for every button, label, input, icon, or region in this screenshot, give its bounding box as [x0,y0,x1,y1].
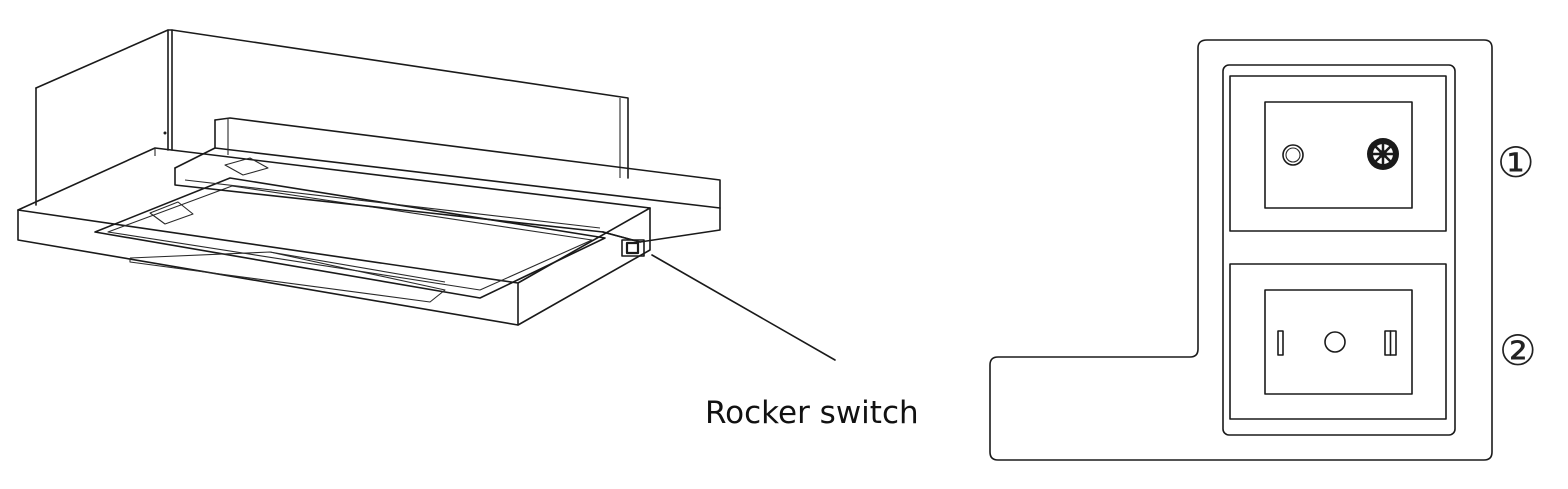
indicator-off-icon [1282,144,1304,166]
callout-label: Rocker switch [705,395,919,431]
fan-icon [1367,138,1399,170]
rocker-switch-callout: Rocker switch [651,254,919,431]
hood-filter-panel [94,177,606,303]
light-icon [1324,331,1346,353]
cooker-hood [17,29,721,326]
switch-panel-detail: ① ② [989,39,1537,461]
switch-1 [1229,75,1447,232]
switch-panel-plate [1222,64,1456,436]
hood-rear-canopy [35,29,629,206]
position-II-icon [1384,330,1397,356]
hood-pullout-visor [174,117,721,243]
marker-1: ① [1497,138,1535,187]
callout-leader-line [651,254,836,361]
hood-base-housing [17,147,651,326]
switch-2 [1229,263,1447,420]
marker-2: ② [1499,326,1537,375]
hood-rocker-switch [621,239,645,257]
position-I-icon [1277,330,1284,356]
switch-panel-housing [989,39,1493,461]
